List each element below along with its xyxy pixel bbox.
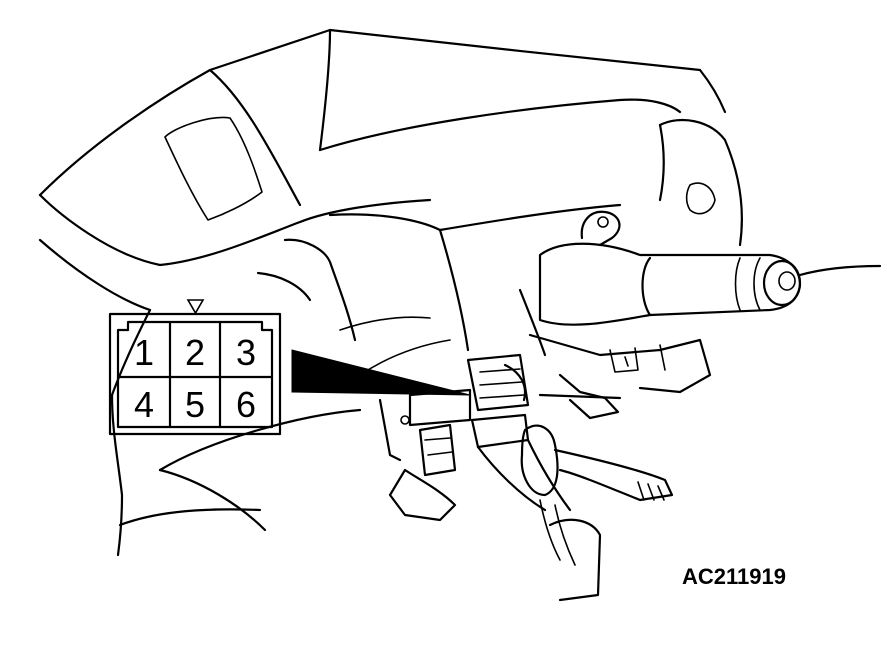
figure-code: AC211919 (682, 564, 786, 589)
steering-column (518, 118, 882, 420)
pin-4-label: 4 (134, 384, 154, 425)
pin-5-label: 5 (185, 384, 205, 425)
pin-one-marker-icon (186, 299, 205, 315)
callout-pointer (291, 349, 471, 396)
connector-face-view: 1 2 3 4 5 6 (108, 299, 282, 436)
harness-connector (388, 353, 674, 602)
dashboard-outline (38, 28, 727, 557)
pin-3-label: 3 (236, 332, 256, 373)
pin-2-label: 2 (185, 332, 205, 373)
pin-6-label: 6 (236, 384, 256, 425)
pin-1-label: 1 (134, 332, 154, 373)
